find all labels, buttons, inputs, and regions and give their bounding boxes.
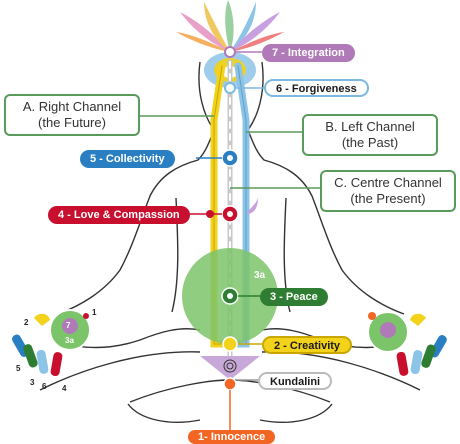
innocence-label: 1- Innocence [188, 430, 276, 444]
forgiveness-label: 6 - Forgiveness [264, 79, 369, 97]
leader-lines [140, 51, 320, 432]
hand-label-3a: 3a [65, 336, 74, 345]
centre-channel-title: C. Centre Channel [334, 175, 442, 190]
left-channel-callout: B. Left Channel (the Past) [302, 114, 438, 156]
left-channel-title: B. Left Channel [325, 119, 415, 134]
right-channel-subtitle: (the Future) [38, 115, 106, 130]
creativity-chakra-icon [222, 336, 238, 352]
left-channel-subtitle: (the Past) [341, 135, 399, 150]
integration-chakra-icon [224, 46, 236, 58]
right-hand [367, 311, 447, 376]
kundalini-triangle-icon [200, 356, 260, 380]
collectivity-label: 5 - Collectivity [80, 150, 175, 168]
lotus-crown-icon [176, 0, 284, 52]
peace-label: 3 - Peace [260, 288, 328, 306]
hand-label-5: 5 [16, 364, 21, 373]
hand-label-6: 6 [42, 382, 47, 391]
innocence-chakra-icon [223, 377, 237, 391]
hand-label-2: 2 [24, 318, 29, 327]
hand-label-7: 7 [66, 321, 71, 330]
integration-label: 7 - Integration [262, 44, 355, 62]
love-compassion-label: 4 - Love & Compassion [48, 206, 190, 224]
right-channel-title: A. Right Channel [22, 99, 122, 114]
kundalini-spiral-icon [223, 359, 237, 373]
kundalini-label: Kundalini [258, 372, 333, 390]
centre-channel-callout: C. Centre Channel (the Present) [320, 170, 456, 212]
flame-icon [246, 198, 258, 214]
hand-label-1: 1 [92, 308, 97, 317]
creativity-label: 2 - Creativity [262, 336, 353, 354]
hand-label-3: 3 [30, 378, 35, 387]
hand-label-4: 4 [62, 384, 67, 393]
centre-channel-subtitle: (the Present) [350, 191, 426, 206]
right-channel-callout: A. Right Channel (the Future) [4, 94, 140, 136]
left-hand [12, 309, 91, 377]
void-label: 3a [254, 270, 266, 281]
forgiveness-chakra-icon [224, 82, 236, 94]
